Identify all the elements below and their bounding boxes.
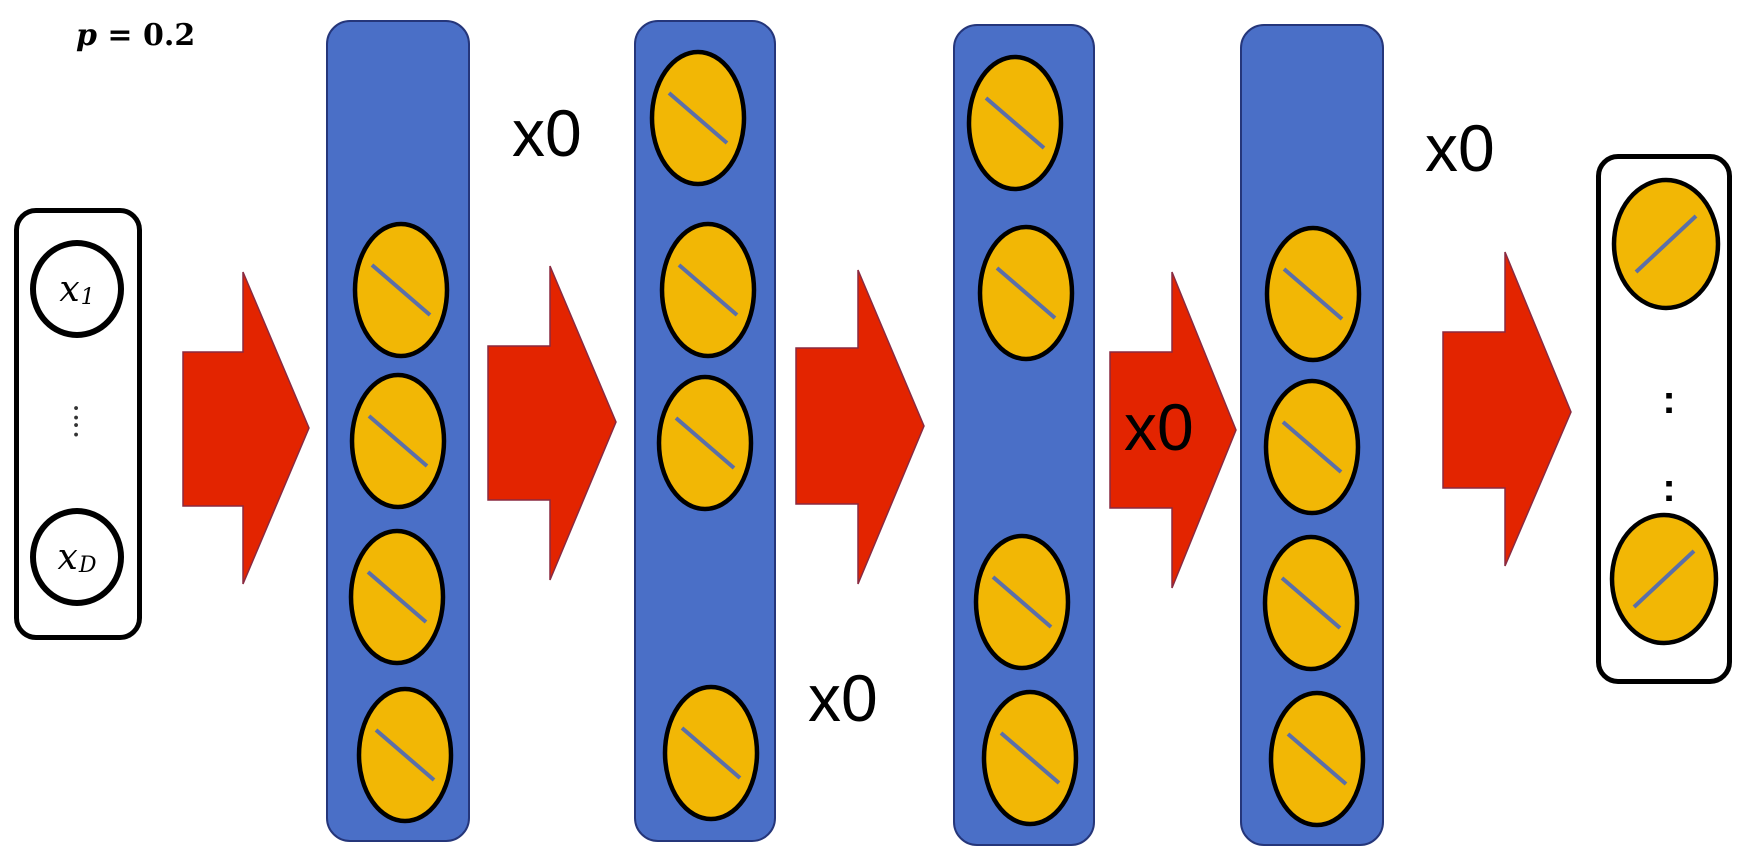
arrow-right-icon [1442,251,1572,567]
dropout-multiplier: x0 [1124,390,1194,464]
neuron-backslash-icon [966,54,1064,192]
dropout-multiplier: x0 [512,96,582,170]
input-ellipsis: : : [70,392,82,444]
input-node-var: x [59,268,80,310]
neuron-backslash-icon [1264,225,1362,363]
dropout-multiplier: x0 [1425,111,1495,185]
neuron-slash-icon [1611,177,1721,311]
neuron-backslash-icon [356,686,454,824]
dropout-probability-label: p = 0.2 [76,18,195,53]
neuron-backslash-icon [977,224,1075,362]
neuron-backslash-icon [973,533,1071,671]
neuron-backslash-icon [1262,534,1360,672]
neuron-backslash-icon [1268,690,1366,828]
neuron-backslash-icon [659,221,757,359]
neuron-backslash-icon [352,221,450,359]
arrow-right-icon [1109,271,1237,589]
input-node-var: x [57,536,78,578]
neuron-slash-icon [1609,512,1719,646]
neuron-backslash-icon [1263,378,1361,516]
output-ellipsis-top: : [1662,378,1676,422]
neuron-backslash-icon [649,49,747,187]
neuron-backslash-icon [348,528,446,666]
arrow-right-icon [487,265,617,581]
arrow-right-icon [795,269,925,585]
probability-variable: p [76,18,97,53]
input-node-sub: 1 [80,284,95,310]
neuron-backslash-icon [981,689,1079,827]
input-node-sub: D [78,552,97,578]
neuron-backslash-icon [656,374,754,512]
output-ellipsis-bottom: : [1662,466,1676,510]
probability-value: = 0.2 [96,18,196,53]
arrow-right-icon [182,271,310,585]
neuron-backslash-icon [349,372,447,510]
dropout-multiplier: x0 [808,661,878,735]
neuron-backslash-icon [662,684,760,822]
